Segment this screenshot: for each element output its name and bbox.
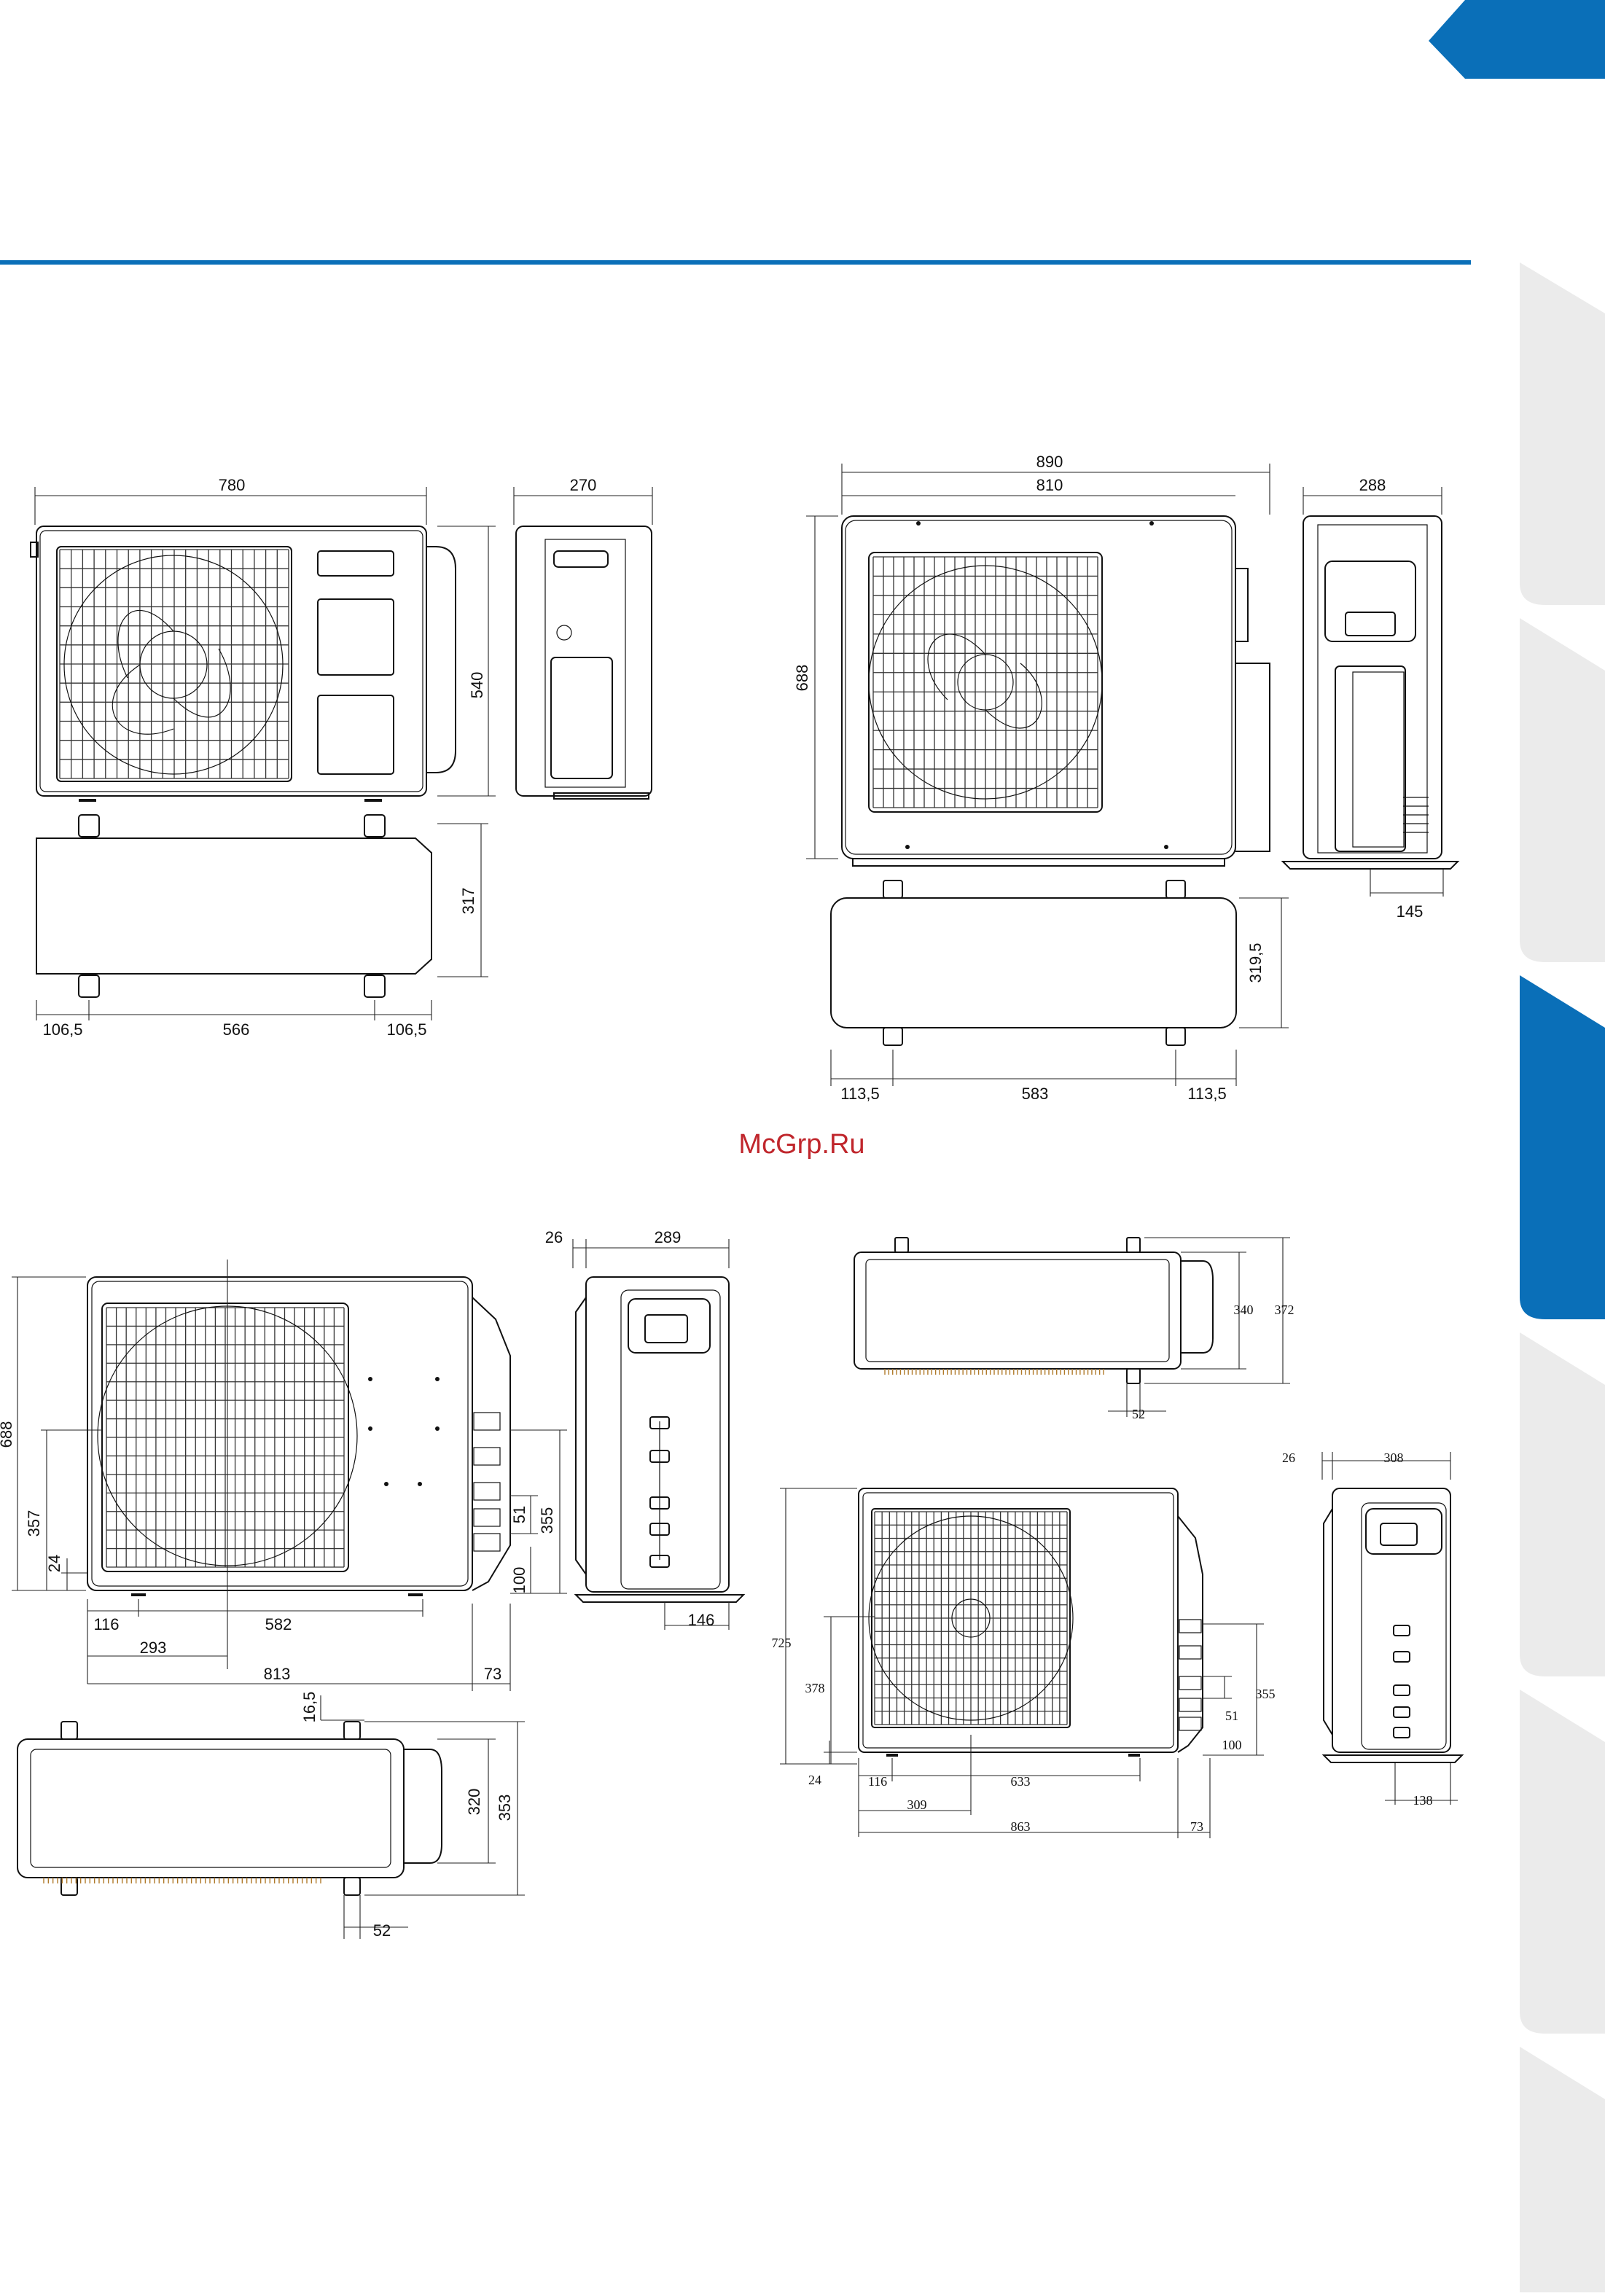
dim-base-depth: 340 <box>1234 1303 1254 1317</box>
fan-grille <box>60 550 289 778</box>
fan-grille <box>875 1512 1067 1725</box>
dim-base-depth: 319,5 <box>1246 942 1265 983</box>
dim-depth: 308 <box>1384 1450 1404 1465</box>
side-tab-5[interactable] <box>1520 1690 1605 2034</box>
dim-valve-h: 355 <box>1256 1687 1276 1701</box>
dim-foot-h: 24 <box>808 1773 821 1787</box>
unit-3-front-view <box>87 1277 510 1595</box>
dim-side-ext: 73 <box>1190 1819 1203 1834</box>
dim-height: 688 <box>0 1421 15 1448</box>
dim-foot-right: 113,5 <box>1187 1085 1226 1103</box>
fan-grille <box>106 1308 344 1567</box>
unit-4-front-view <box>859 1488 1203 1755</box>
dim-side-ext: 73 <box>484 1665 501 1683</box>
dim-depth: 289 <box>655 1228 682 1246</box>
unit-3-valve-ports <box>474 1413 500 1551</box>
dim-foot-span: 582 <box>265 1615 292 1633</box>
dim-width: 863 <box>1011 1819 1031 1834</box>
unit-1-plan-view <box>36 815 431 997</box>
side-tab-1[interactable] <box>1520 262 1605 605</box>
watermark: McGrp.Ru <box>738 1129 864 1160</box>
side-tab-6[interactable] <box>1520 2047 1605 2292</box>
unit-4-side-view <box>1324 1488 1462 1762</box>
unit-3-plan-view <box>17 1722 442 1895</box>
unit-3-side-view <box>576 1277 743 1602</box>
dim-foot-left: 106,5 <box>42 1020 82 1039</box>
dim-foot-right: 106,5 <box>386 1020 426 1039</box>
dim-fin-off: 52 <box>1132 1407 1145 1421</box>
unit-4-valve-ports <box>1179 1620 1201 1730</box>
unit-2-plan-view <box>831 880 1236 1045</box>
unit-3-dimensions: 26 289 688 357 24 51 355 100 116 582 293… <box>0 1228 729 1940</box>
dim-valve-top: 378 <box>805 1681 825 1695</box>
dim-valve-span: 51 <box>1225 1709 1238 1723</box>
dim-fin-off: 52 <box>373 1921 391 1940</box>
dim-base-depth: 317 <box>459 888 477 915</box>
dim-total-depth: 353 <box>496 1795 514 1821</box>
unit-2-dimensions: 890 810 288 688 145 319,5 113,5 583 113,… <box>793 453 1443 1103</box>
dim-height: 540 <box>468 672 486 699</box>
dim-depth: 270 <box>570 476 597 494</box>
dim-foot-offset: 146 <box>688 1611 715 1629</box>
dim-foot-span: 583 <box>1022 1085 1049 1103</box>
unit-4-valves <box>1394 1625 1410 1738</box>
dim-width: 780 <box>219 476 246 494</box>
dim-foot-h: 24 <box>45 1555 63 1572</box>
dim-foot-span: 633 <box>1011 1774 1031 1789</box>
unit-3: 26 289 688 357 24 51 355 100 116 582 293… <box>0 1228 743 1940</box>
unit-1-front-view <box>31 526 456 800</box>
corner-tab <box>1429 0 1605 79</box>
fan-grille <box>873 557 1098 808</box>
dim-left-foot: 116 <box>868 1774 887 1789</box>
dim-total-depth: 372 <box>1275 1303 1294 1317</box>
heat-exchanger-fins <box>885 1369 1104 1375</box>
unit-1: 780 270 540 317 106,5 566 106,5 <box>31 476 652 1039</box>
dim-width-body: 810 <box>1036 476 1063 494</box>
dim-base-depth: 320 <box>465 1789 483 1816</box>
dim-valve-h: 355 <box>538 1507 556 1534</box>
unit-2-side-view <box>1283 516 1458 869</box>
dim-width: 813 <box>264 1665 291 1683</box>
dim-center: 293 <box>140 1639 167 1657</box>
unit-2-front-view <box>842 516 1270 866</box>
dim-foot-offset: 145 <box>1397 902 1424 921</box>
side-tab-4[interactable] <box>1520 1332 1605 1676</box>
dim-top-step: 16,5 <box>300 1692 319 1723</box>
side-tabs <box>1520 262 1605 2292</box>
dim-valve-span: 51 <box>510 1506 528 1523</box>
side-tab-2[interactable] <box>1520 618 1605 962</box>
unit-1-side-view <box>516 526 652 799</box>
dim-foot-left: 113,5 <box>840 1085 879 1103</box>
dim-left-foot: 116 <box>93 1615 119 1633</box>
dim-center: 309 <box>907 1797 927 1812</box>
dim-width-total: 890 <box>1036 453 1063 471</box>
dim-side-a: 26 <box>545 1228 563 1246</box>
dim-valve-top: 357 <box>25 1510 43 1537</box>
heat-exchanger-fins <box>44 1878 321 1883</box>
dim-foot-span: 566 <box>223 1020 250 1039</box>
unit-4-plan-view <box>854 1238 1213 1383</box>
dim-foot-offset: 138 <box>1413 1793 1433 1808</box>
dim-valve-base: 100 <box>510 1567 528 1594</box>
dim-depth: 288 <box>1359 476 1386 494</box>
dim-valve-base: 100 <box>1222 1738 1242 1752</box>
dim-height: 725 <box>772 1636 792 1650</box>
unit-4: 340 372 52 26 308 725 378 24 51 355 100 … <box>772 1238 1463 1838</box>
side-tab-3-active[interactable] <box>1520 975 1605 1319</box>
header-divider <box>0 260 1471 265</box>
unit-1-dimensions: 780 270 540 317 106,5 566 106,5 <box>35 476 652 1039</box>
dim-side-a: 26 <box>1282 1450 1295 1465</box>
unit-2: 890 810 288 688 145 319,5 113,5 583 113,… <box>793 453 1458 1103</box>
dim-height: 688 <box>793 665 811 692</box>
